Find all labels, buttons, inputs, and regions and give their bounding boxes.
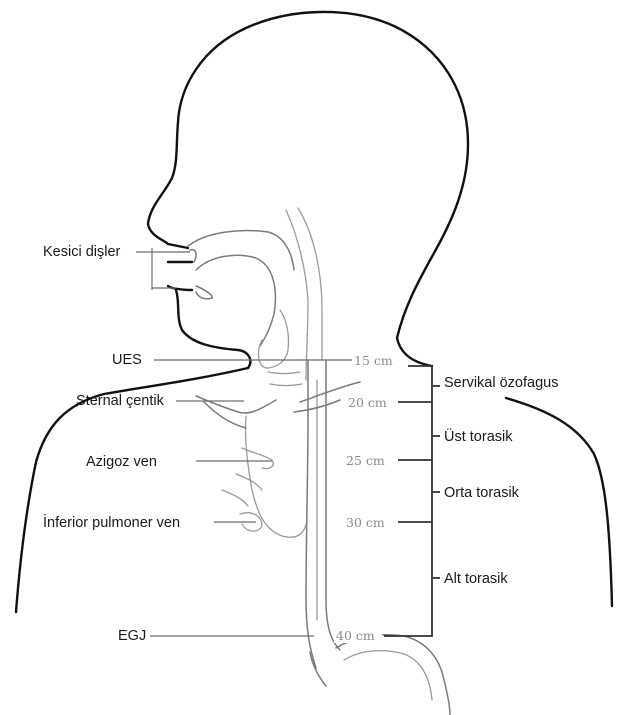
distance-30: 30 cm bbox=[346, 515, 385, 530]
distance-40: 40 cm bbox=[336, 628, 375, 643]
face-lower-outline bbox=[176, 290, 250, 368]
larynx-shape bbox=[259, 310, 289, 368]
clavicle-left bbox=[196, 396, 276, 413]
distance-20: 20 cm bbox=[348, 395, 387, 410]
distance-15: 15 cm bbox=[354, 353, 393, 368]
upper-incisor bbox=[190, 250, 196, 262]
label-ues: UES bbox=[112, 352, 142, 368]
esophagus-left-wall bbox=[306, 360, 316, 668]
incisor-bracket bbox=[136, 248, 190, 290]
trachea-ring-1 bbox=[268, 372, 300, 374]
stomach-inner bbox=[344, 651, 432, 700]
segment-labels: Servikal özofagus Üst torasik Orta toras… bbox=[444, 375, 558, 587]
right-shoulder-outline bbox=[506, 398, 612, 606]
spine-front-line bbox=[298, 208, 322, 360]
label-egj: EGJ bbox=[118, 628, 146, 644]
neck-back-outline bbox=[397, 338, 432, 366]
label-sternal-notch: Sternal çentik bbox=[76, 393, 165, 409]
rib-left bbox=[204, 402, 246, 428]
distance-25: 25 cm bbox=[346, 453, 385, 468]
label-azygos-vein: Azigoz ven bbox=[86, 454, 157, 470]
head-profile-outline bbox=[148, 12, 468, 338]
segment-upper-thoracic: Üst torasik bbox=[444, 427, 513, 445]
sternum-shape bbox=[245, 416, 306, 537]
trachea-ring-2 bbox=[270, 384, 302, 386]
pharynx-back-wall bbox=[286, 210, 308, 380]
segment-middle-thoracic: Orta torasik bbox=[444, 485, 520, 501]
lower-incisor bbox=[196, 286, 212, 299]
segment-lower-thoracic: Alt torasik bbox=[444, 571, 508, 587]
distance-labels: 15 cm 20 cm 25 cm 30 cm 40 cm bbox=[334, 352, 398, 643]
segment-cervical: Servikal özofagus bbox=[444, 375, 558, 391]
left-labels: Kesici dişler UES Sternal çentik Azigoz … bbox=[43, 244, 180, 644]
left-leaders bbox=[136, 248, 354, 636]
tongue-line bbox=[196, 255, 275, 346]
label-incisors: Kesici dişler bbox=[43, 244, 121, 260]
label-inferior-pulmonary-vein: İnferior pulmoner ven bbox=[43, 513, 180, 531]
stomach-outline bbox=[336, 635, 450, 715]
